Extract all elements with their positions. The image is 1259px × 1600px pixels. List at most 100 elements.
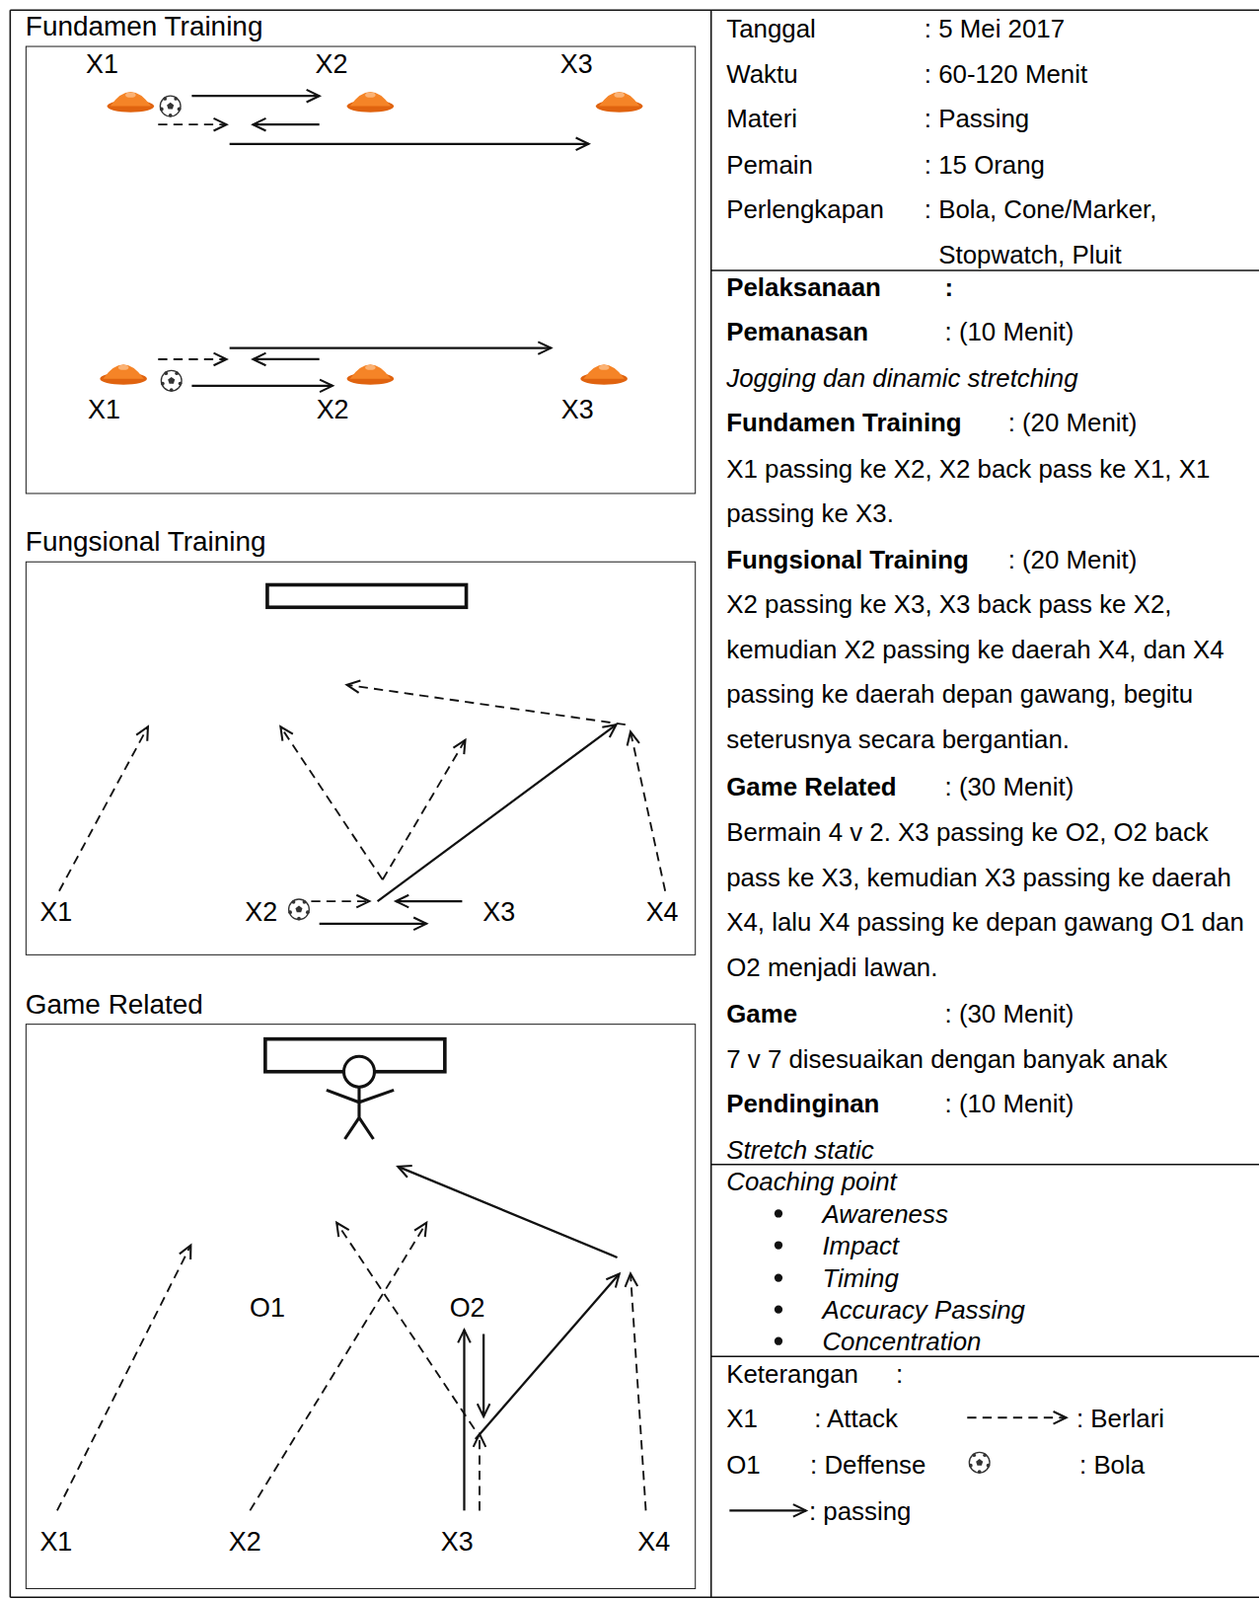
panel-heading: Fungsional Training <box>25 525 267 559</box>
info-text: Materi <box>726 103 798 134</box>
run-arrow-line <box>157 358 226 361</box>
ball-patch <box>305 909 310 914</box>
cone-body <box>598 91 640 106</box>
info-text: : Attack <box>814 1402 898 1432</box>
table-rule <box>710 9 713 1597</box>
pass-arrow <box>395 894 462 908</box>
run-arrow <box>57 1245 191 1511</box>
pass-arrow-line <box>475 1272 620 1439</box>
cone-marker <box>580 364 628 385</box>
ball-patch <box>169 387 174 392</box>
info-text: : (10 Menit) <box>945 1088 1075 1118</box>
pass-arrow-head <box>537 341 551 355</box>
info-text: : (20 Menit) <box>1008 544 1138 575</box>
run-arrow <box>157 353 226 367</box>
ball-icon <box>968 1451 990 1474</box>
player-label: X1 <box>39 1525 73 1556</box>
pass-arrow-line <box>482 1333 485 1416</box>
pass-arrow-line <box>395 899 462 902</box>
run-arrow <box>249 1222 427 1511</box>
cone-top <box>598 365 609 371</box>
bullet-dot <box>774 1336 783 1345</box>
player-label: O1 <box>249 1291 286 1323</box>
pass-arrow-head <box>601 724 616 738</box>
table-rule <box>9 9 12 1597</box>
ball-patch <box>968 1463 973 1468</box>
cone-top <box>613 92 624 98</box>
info-text: Keterangan <box>726 1358 859 1389</box>
info-text: : Passing <box>924 103 1030 134</box>
pass-arrow-head <box>397 1165 412 1178</box>
pass-arrow-line <box>252 358 319 361</box>
pass-arrow <box>229 341 552 355</box>
ball-outline <box>289 898 310 920</box>
ball-patch <box>302 899 307 904</box>
run-arrow <box>382 740 466 881</box>
run-arrow <box>627 731 667 890</box>
info-text: Coaching point <box>726 1165 896 1195</box>
info-text: Fundamen Training <box>726 407 962 438</box>
pass-arrow-line <box>319 922 428 925</box>
pass-arrow-head <box>306 89 320 103</box>
info-text: X1 <box>726 1402 758 1432</box>
info-text: Impact <box>821 1230 899 1260</box>
pass-arrow <box>191 379 333 393</box>
run-arrow <box>966 1410 1066 1424</box>
run-arrow-head <box>452 740 465 754</box>
info-text: Perlengkapan <box>726 194 885 224</box>
run-arrow-head <box>1053 1410 1067 1424</box>
pass-arrow <box>319 917 428 931</box>
player-label: X3 <box>482 895 516 927</box>
info-text: Waktu <box>726 58 798 88</box>
pass-arrow-head <box>605 1272 619 1287</box>
pass-arrow-line <box>729 1508 807 1511</box>
run-arrow-head <box>136 726 149 741</box>
info-text: Pemain <box>726 148 814 179</box>
info-text: : Deffense <box>810 1449 926 1480</box>
pass-arrow-line <box>191 384 333 387</box>
pass-arrow <box>377 724 617 901</box>
ball-patch <box>986 1463 991 1468</box>
run-arrow <box>310 894 370 908</box>
ball-patch <box>159 107 164 112</box>
pass-arrow-head <box>413 917 427 931</box>
table-rule <box>9 1595 1259 1598</box>
player-label: X3 <box>441 1525 474 1556</box>
info-text: Pemanasan <box>726 316 869 347</box>
ball-patch <box>173 96 178 101</box>
goalkeeper-figure <box>326 1055 394 1139</box>
pass-arrow <box>729 1503 807 1517</box>
ball-patch <box>977 1469 982 1474</box>
info-text: Stretch static <box>726 1133 874 1164</box>
run-arrow-head <box>336 1222 349 1237</box>
pass-arrow-line <box>229 143 590 146</box>
player-label: X1 <box>39 895 73 927</box>
legend-text: : Berlari <box>1076 1402 1165 1432</box>
table-rule <box>711 1354 1259 1357</box>
info-text: : Bola, Cone/Marker, Stopwatch, Pluit <box>924 186 1231 277</box>
info-text: Game <box>726 998 798 1029</box>
drill-panel: Fundamen Training <box>25 46 696 495</box>
pass-arrow <box>252 353 319 367</box>
cone-marker <box>347 364 395 385</box>
ball-outline <box>159 95 181 117</box>
ball-patch <box>167 376 175 384</box>
info-text: Game Related <box>726 770 896 801</box>
run-arrow-head <box>627 731 640 745</box>
run-arrow-head <box>280 726 293 741</box>
ball-outline <box>160 370 182 391</box>
pass-arrow-head <box>252 118 266 132</box>
table-rule <box>9 9 1259 12</box>
player-label: X2 <box>244 895 278 927</box>
pass-arrow-head <box>477 1403 491 1416</box>
player-label: X3 <box>560 49 593 80</box>
info-text: O1 <box>726 1449 760 1480</box>
cone-body <box>350 364 391 378</box>
info-text: Timing <box>821 1262 898 1293</box>
ball-patch <box>174 370 179 375</box>
ball-patch <box>288 909 293 914</box>
cone-top <box>118 365 129 371</box>
keeper-body <box>326 1086 394 1139</box>
pass-arrow <box>457 1329 471 1510</box>
